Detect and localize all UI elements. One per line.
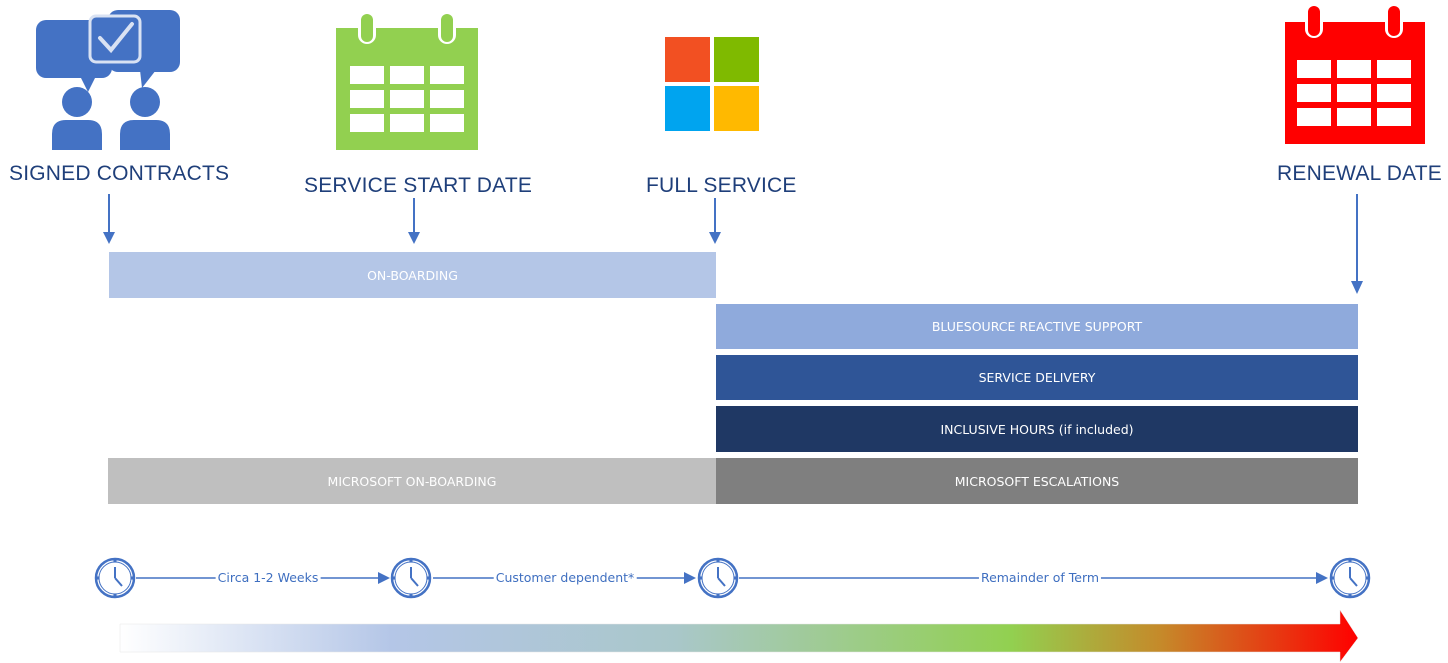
reactive-support-bar-label: BLUESOURCE REACTIVE SUPPORT: [931, 319, 1143, 334]
clock-icon: [697, 557, 739, 599]
full-service-label: FULL SERVICE: [646, 174, 797, 197]
onboarding-bar-label: ON-BOARDING: [367, 267, 458, 283]
inclusive-hours-bar-label: INCLUSIVE HOURS (if included): [940, 421, 1134, 437]
clock-icon: [1329, 557, 1371, 599]
timeline-segment-3-label: Remainder of Term: [978, 570, 1102, 585]
clock-icon: [390, 557, 432, 599]
microsoft-escalations-bar: MICROSOFT ESCALATIONS: [716, 458, 1358, 504]
microsoft-logo-icon: [665, 37, 759, 131]
inclusive-hours-bar: INCLUSIVE HOURS (if included): [716, 406, 1358, 452]
service-start-date-label: SERVICE START DATE: [304, 174, 533, 197]
timeline-segment-1-label: Circa 1-2 Weeks: [215, 570, 321, 585]
microsoft-escalations-bar-label: MICROSOFT ESCALATIONS: [954, 473, 1120, 489]
green-calendar-icon: [336, 14, 478, 150]
service-delivery-bar-label: SERVICE DELIVERY: [978, 370, 1096, 385]
service-delivery-bar: SERVICE DELIVERY: [716, 355, 1358, 400]
signed-contract-people-icon: [36, 10, 180, 150]
clock-icon: [94, 557, 136, 599]
microsoft-onboarding-bar-label: MICROSOFT ON-BOARDING: [327, 473, 497, 489]
renewal-date-label: RENEWAL DATE: [1277, 162, 1442, 185]
timeline-segment-2-label: Customer dependent*: [493, 570, 637, 585]
onboarding-bar: ON-BOARDING: [109, 252, 716, 298]
red-calendar-icon: [1285, 6, 1425, 144]
signed-contracts-label: SIGNED CONTRACTS: [9, 162, 230, 185]
reactive-support-bar: BLUESOURCE REACTIVE SUPPORT: [716, 304, 1358, 349]
microsoft-onboarding-bar: MICROSOFT ON-BOARDING: [108, 458, 716, 504]
